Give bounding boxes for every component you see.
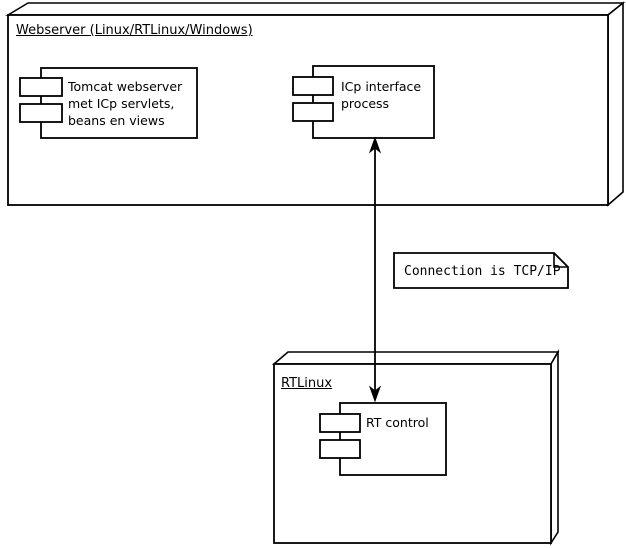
component-tomcat[interactable] bbox=[19, 67, 198, 139]
node-rtlinux-side-face bbox=[550, 349, 559, 546]
connection-tcpip-arrowhead-up bbox=[368, 136, 382, 154]
component-tomcat-tab-upper bbox=[19, 77, 63, 97]
component-rt-control[interactable] bbox=[319, 402, 447, 476]
node-rtlinux-top-face bbox=[271, 351, 560, 365]
component-icp-interface-tab-upper bbox=[292, 76, 334, 96]
component-rt-control-tab-upper bbox=[319, 413, 361, 433]
note-tcpip-fold-icon bbox=[553, 253, 568, 268]
node-rtlinux-label: RTLinux bbox=[281, 376, 333, 391]
component-icp-interface[interactable] bbox=[292, 65, 435, 139]
component-tomcat-label: Tomcat webserver met ICp servlets, beans… bbox=[68, 79, 183, 128]
connection-tcpip-arrowhead-down bbox=[368, 385, 382, 403]
connection-tcpip[interactable] bbox=[368, 136, 382, 403]
note-tcpip-body bbox=[393, 252, 569, 289]
note-tcpip[interactable] bbox=[393, 252, 569, 289]
component-tomcat-body bbox=[40, 67, 198, 139]
component-tomcat-tab-lower bbox=[19, 103, 63, 123]
node-webserver-top-face bbox=[5, 2, 626, 16]
node-webserver-label: Webserver (Linux/RTLinux/Windows) bbox=[16, 23, 253, 38]
component-rt-control-tab-lower bbox=[319, 439, 361, 459]
node-webserver-side-face bbox=[607, 1, 624, 207]
component-icp-interface-tab-lower bbox=[292, 102, 334, 122]
component-icp-interface-label: ICp interface process bbox=[341, 79, 422, 111]
component-rt-control-label: RT control bbox=[366, 415, 429, 430]
note-tcpip-label: Connection is TCP/IP bbox=[404, 264, 561, 279]
